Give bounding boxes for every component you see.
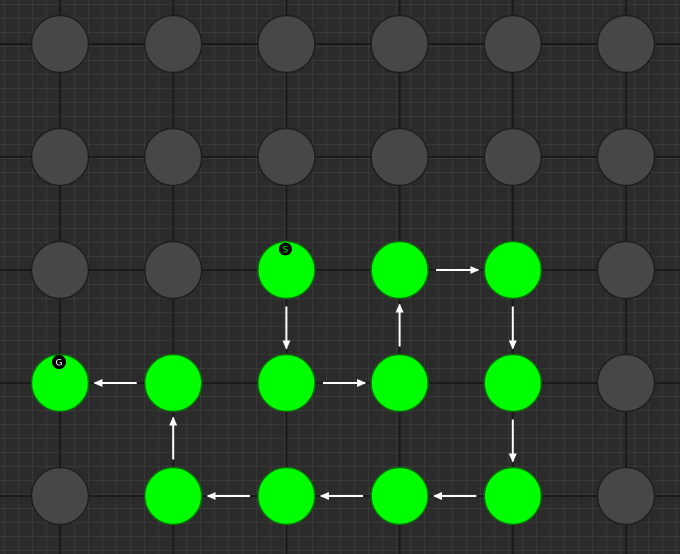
- path-node[interactable]: [483, 466, 543, 526]
- path-node[interactable]: [483, 240, 543, 300]
- path-node[interactable]: [143, 353, 203, 413]
- grid-node[interactable]: [30, 14, 90, 74]
- grid-nodes: [30, 14, 656, 526]
- grid-node[interactable]: [143, 240, 203, 300]
- start-marker-bg: [277, 241, 293, 257]
- path-node[interactable]: [370, 466, 429, 526]
- grid-node[interactable]: [30, 127, 90, 187]
- grid-node[interactable]: [483, 14, 543, 74]
- goal-marker: G: [52, 355, 66, 369]
- grid-node[interactable]: [143, 127, 203, 187]
- path-node[interactable]: [257, 466, 316, 526]
- start-marker: S: [277, 241, 293, 257]
- path-node[interactable]: [370, 353, 429, 413]
- grid-node[interactable]: [596, 240, 656, 300]
- path-node[interactable]: [370, 240, 429, 300]
- start-marker-label: S: [283, 246, 289, 256]
- path-node[interactable]: [143, 466, 203, 526]
- path-node[interactable]: [257, 353, 316, 413]
- path-node[interactable]: [257, 240, 316, 300]
- grid-node[interactable]: [257, 127, 316, 187]
- path-arrows: [93, 266, 517, 500]
- grid-node[interactable]: [30, 240, 90, 300]
- goal-marker-label: G: [56, 359, 63, 369]
- grid-node[interactable]: [370, 127, 429, 187]
- markers: SG: [52, 241, 293, 369]
- grid-node[interactable]: [596, 127, 656, 187]
- grid-node[interactable]: [596, 353, 656, 413]
- grid-node[interactable]: [370, 14, 429, 74]
- grid-node[interactable]: [483, 127, 543, 187]
- grid-node[interactable]: [596, 14, 656, 74]
- path-node[interactable]: [483, 353, 543, 413]
- grid-node[interactable]: [596, 466, 656, 526]
- grid-node[interactable]: [143, 14, 203, 74]
- grid-node[interactable]: [257, 14, 316, 74]
- path-node[interactable]: [30, 353, 90, 413]
- grid-node[interactable]: [30, 466, 90, 526]
- goal-marker-bg: [52, 355, 66, 369]
